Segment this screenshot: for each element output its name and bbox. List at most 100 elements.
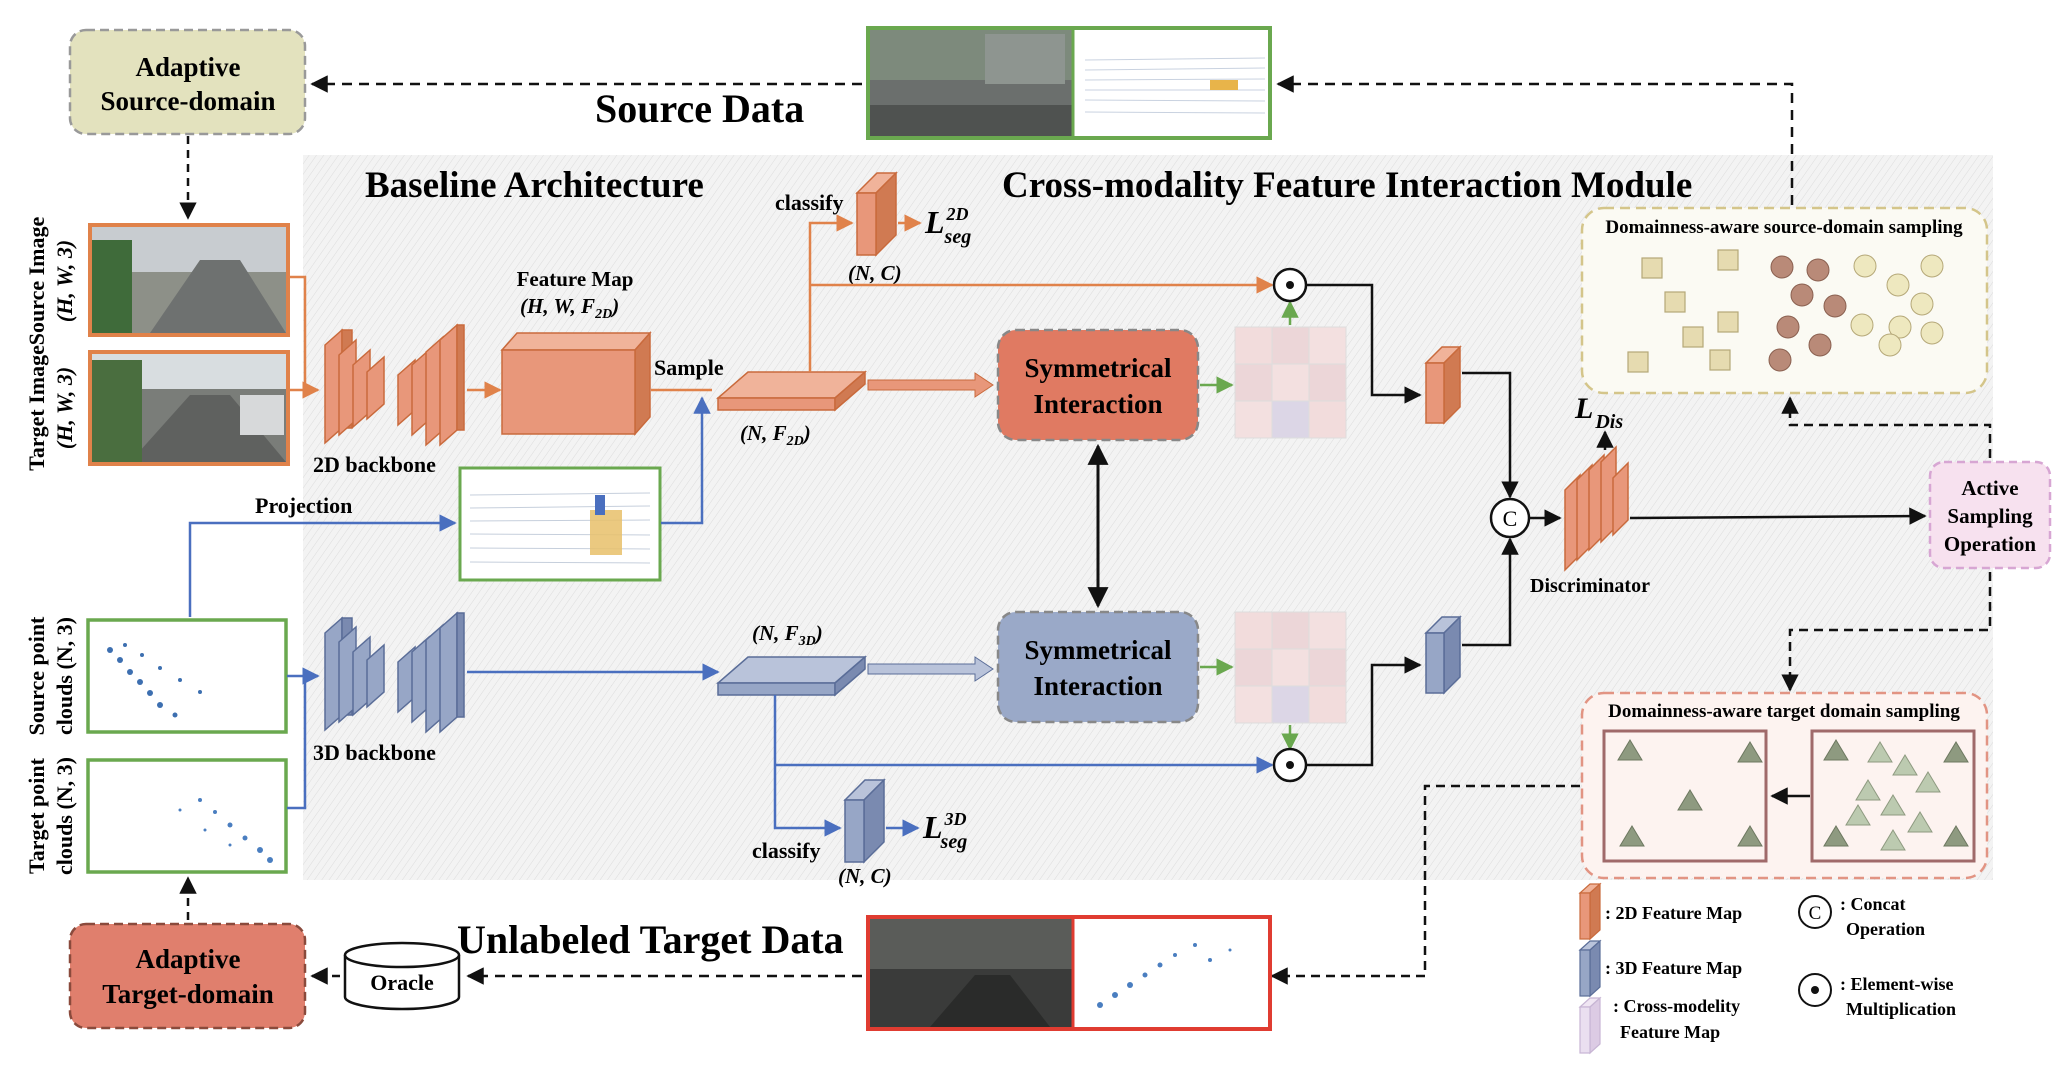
unlabeled-title: Unlabeled Target Data [457,917,844,962]
nc-top-label: (N, C) [848,261,902,285]
cross-feature-grid-top [1234,326,1347,439]
arrow-active-to-target-sampling [1781,572,1992,692]
target-points-side-label: Target point clouds (N, 3) [24,757,77,875]
nf3d-label: (N, F3D) [752,621,823,649]
svg-text:Interaction: Interaction [1034,389,1163,419]
svg-text:Target Image: Target Image [24,345,49,471]
svg-text:Target-domain: Target-domain [102,979,274,1009]
nc-bottom-label: (N, C) [838,864,892,888]
adaptive-source-line1: Adaptive [135,52,240,82]
svg-text:Source point: Source point [24,616,49,735]
slab-nf3d [715,655,868,697]
arrow-images-to-2d-backbone [289,275,320,399]
source-sampling-label: Domainness-aware source-domain sampling [1605,217,1963,238]
target-image-side-label: Target Image (H, W, 3) [24,345,77,471]
legend-mult-label-1: : Element-wise [1840,974,1953,994]
thick-arrow-top [867,372,994,398]
svg-text:C: C [1503,506,1518,531]
oracle-database: Oracle [343,941,461,1011]
target-point-cloud [86,758,288,874]
fused-feature-3d [1424,615,1462,695]
svg-text:Source Image: Source Image [24,217,49,346]
projection-label: Projection [255,493,352,518]
adaptive-source-box: Adaptive Source-domain [68,28,307,136]
source-image-side-label: Source Image (H, W, 3) [24,217,77,346]
feature-map-label: Feature Map [517,267,634,291]
classifier-3d [843,778,886,864]
legend-concat-label-2: Operation [1846,919,1925,939]
cfim-title: Cross-modality Feature Interaction Modul… [1002,165,1692,206]
arrow-feature2d-to-concat [1462,371,1519,499]
svg-text:(H, W, 3): (H, W, 3) [52,367,77,449]
arrow-feature3d-to-concat [1462,537,1519,647]
feature-map-2d [500,331,652,436]
svg-text:clouds (N, 3): clouds (N, 3) [52,617,77,735]
backbone-2d-label: 2D backbone [313,452,436,477]
arrow-points-to-projection [188,514,457,617]
legend-cross-swatch [1578,996,1602,1055]
svg-text:Interaction: Interaction [1034,671,1163,701]
legend-mult-symbol [1798,973,1832,1007]
arrow-slab-to-classify-3d [773,695,842,837]
arrow-slab-to-classify-2d [808,214,854,372]
projection-image [458,466,662,582]
legend-2d-label: : 2D Feature Map [1605,903,1742,923]
backbone-3d-label: 3D backbone [313,740,436,765]
source-sampling-panel: Domainness-aware source-domain sampling [1580,206,1989,395]
svg-text:Symmetrical: Symmetrical [1025,635,1172,665]
legend-cross-label-1: : Cross-modelity [1613,996,1740,1016]
discriminator-label: Discriminator [1530,575,1650,597]
source-points-side-label: Source point clouds (N, 3) [24,616,77,735]
target-sampling-panel: Domainness-aware target domain sampling [1580,691,1989,880]
symmetrical-interaction-bottom: Symmetrical Interaction [996,610,1200,724]
cross-feature-grid-bottom [1234,611,1347,724]
legend-3d-label: : 3D Feature Map [1605,958,1742,978]
classify-top-label: classify [775,190,843,215]
legend-concat-symbol: C [1798,895,1832,929]
arrow-points-to-3d-backbone [287,667,320,810]
arrow-projection-to-sample [661,396,711,525]
svg-text:(H, W, 3): (H, W, 3) [52,240,77,322]
feature-map-dims: (H, W, F2D) [520,294,619,322]
thick-arrow-bottom [867,656,994,682]
arrow-discriminator-to-active [1629,507,1927,525]
baseline-title: Baseline Architecture [365,165,704,206]
nf2d-label: (N, F2D) [740,421,811,449]
element-wise-mult-bottom [1272,747,1308,783]
svg-text:Active: Active [1961,476,2018,500]
discriminator [1564,445,1629,572]
legend-cross-label-2: Feature Map [1620,1022,1720,1042]
slab-nf2d [715,370,868,412]
source-point-cloud [86,618,288,734]
arrow-mult-top-to-feature [1306,283,1422,404]
adaptive-target-box: Adaptive Target-domain [68,922,307,1030]
target-image [88,350,290,466]
classifier-2d [855,171,898,257]
oracle-label: Oracle [370,970,434,995]
arrow-target-sampling-to-unlabeled [1270,784,1580,985]
adaptive-source-line2: Source-domain [100,86,275,116]
arrow-active-to-source-sampling [1781,396,1992,458]
svg-text:Symmetrical: Symmetrical [1025,353,1172,383]
svg-text:Adaptive: Adaptive [135,944,240,974]
symmetrical-interaction-top: Symmetrical Interaction [996,328,1200,442]
arrow-right-to-source-data [1276,75,1794,205]
sample-label: Sample [654,355,724,380]
arrow-mult-bottom-to-feature [1306,656,1422,767]
legend: : 2D Feature Map : 3D Feature Map : Cros… [1578,882,1956,1055]
legend-3d-swatch [1578,939,1602,998]
legend-concat-label-1: : Concat [1840,894,1906,914]
legend-mult-label-2: Multiplication [1846,999,1956,1019]
svg-text:Operation: Operation [1944,532,2036,556]
svg-text:clouds (N, 3): clouds (N, 3) [52,757,77,875]
source-data-title: Source Data [595,86,804,131]
source-image [88,223,290,337]
unlabeled-target-images [866,915,1272,1031]
fused-feature-2d [1424,345,1462,425]
target-sampling-label: Domainness-aware target domain sampling [1608,701,1960,722]
element-wise-mult-top [1272,267,1308,303]
